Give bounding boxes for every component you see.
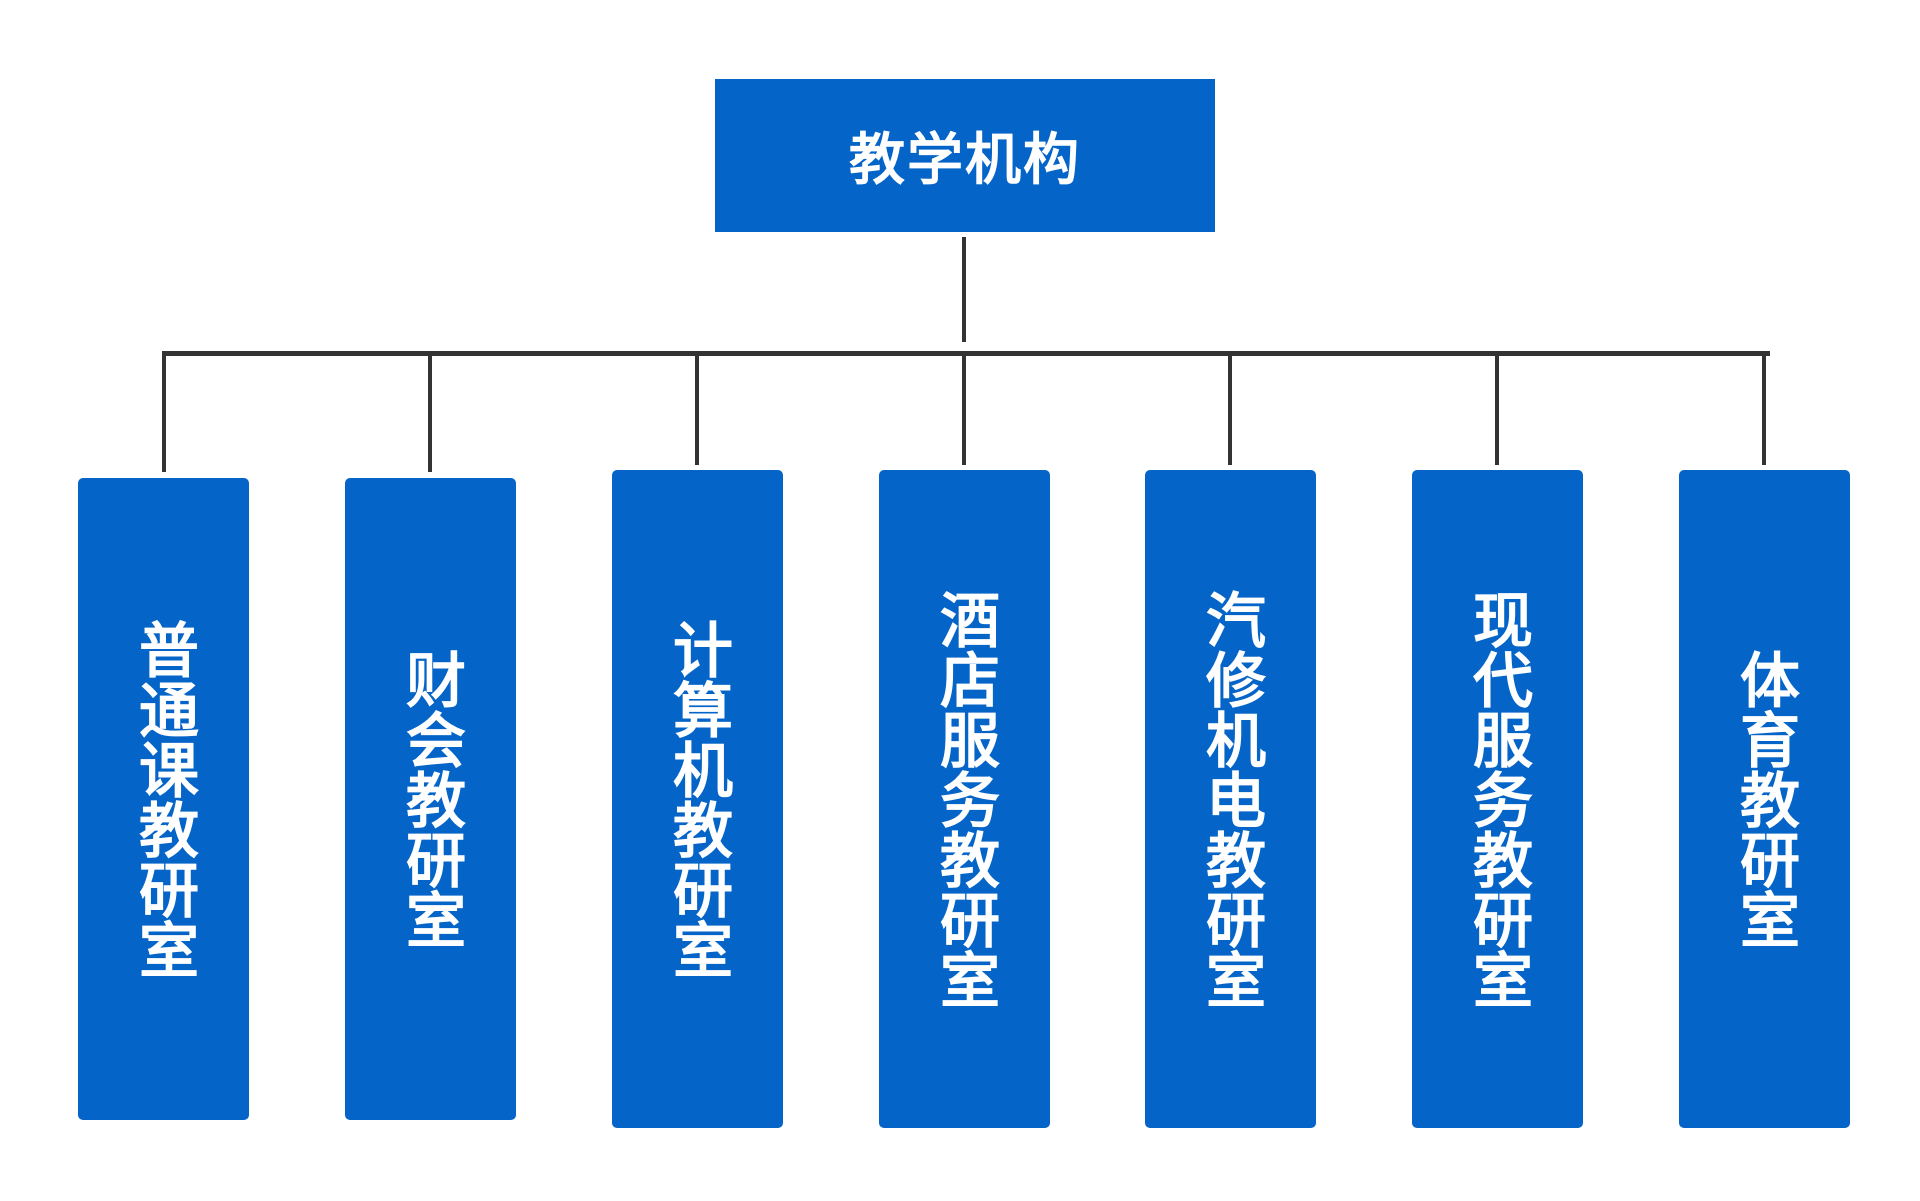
child-node-general-courses: 普通课教研室 (78, 478, 249, 1120)
child-node-computer: 计算机教研室 (612, 470, 783, 1128)
child-node-hotel-service: 酒店服务教研室 (879, 470, 1050, 1128)
connector-drop-2 (428, 351, 432, 472)
child-node-auto-repair: 汽修机电教研室 (1145, 470, 1316, 1128)
connector-drop-7 (1762, 351, 1766, 465)
connector-drop-3 (695, 351, 699, 465)
child-label: 计算机教研室 (662, 619, 733, 979)
connector-drop-4 (962, 351, 966, 465)
child-label: 酒店服务教研室 (929, 589, 1000, 1009)
connector-drop-6 (1495, 351, 1499, 465)
connector-root-stem (962, 237, 966, 342)
root-label: 教学机构 (849, 128, 1081, 193)
child-node-modern-service: 现代服务教研室 (1412, 470, 1583, 1128)
child-node-sports: 体育教研室 (1679, 470, 1850, 1128)
connector-horizontal-bus (162, 351, 1770, 356)
child-label: 财会教研室 (395, 649, 466, 949)
child-label: 体育教研室 (1729, 649, 1800, 949)
connector-drop-5 (1228, 351, 1232, 465)
child-label: 普通课教研室 (128, 619, 199, 979)
connector-drop-1 (162, 351, 166, 472)
root-node: 教学机构 (715, 79, 1215, 232)
child-label: 汽修机电教研室 (1195, 589, 1266, 1009)
child-label: 现代服务教研室 (1462, 589, 1533, 1009)
child-node-accounting: 财会教研室 (345, 478, 516, 1120)
